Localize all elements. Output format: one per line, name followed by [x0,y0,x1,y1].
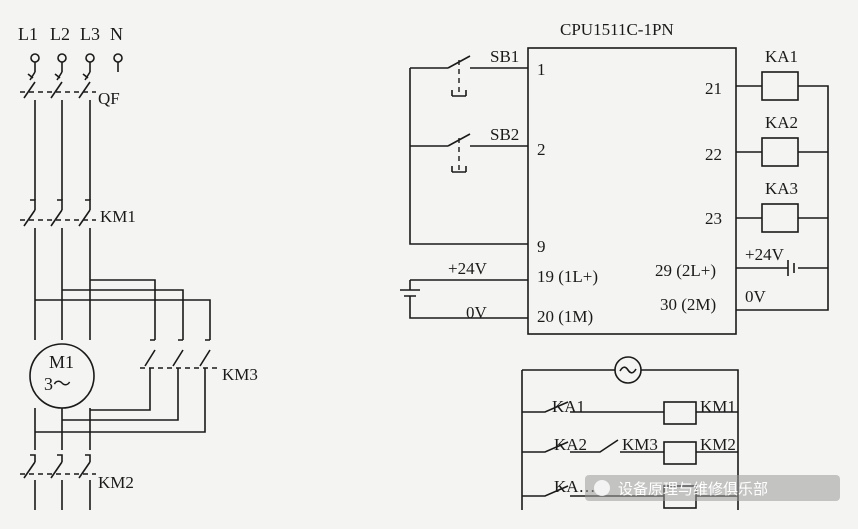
coil-km1 [663,401,697,425]
relay-label-ka2: KA2 [765,113,798,132]
breaker-qf: QF [20,71,120,200]
control-circuit: KA1 KM1 KA2 KM3 KM2 KA… [521,356,739,510]
control-coil-km2: KM2 [700,435,736,454]
plc-module: CPU1511C-1PN SB1 1 SB2 2 9 +24V 0V 19 (1… [400,20,829,335]
coil-km2 [663,441,697,465]
terminal-19: 19 (1L+) [537,267,598,286]
contactor-km2: KM2 [20,454,134,510]
motor-name: M1 [49,352,74,372]
output-terminal-29: 29 (2L+) [655,261,716,280]
km3-label: KM3 [222,365,258,384]
phase-label-l1: L1 [18,24,38,44]
control-relay-ka1: KA1 [552,397,585,416]
sb2-label: SB2 [490,125,519,144]
supply-zero-label: 0V [466,303,488,322]
contactor-km1: KM1 [20,199,136,340]
km1-label: KM1 [100,207,136,226]
plc-box [527,47,737,335]
input-terminal-9: 9 [537,237,546,256]
phase-label-l2: L2 [50,24,70,44]
output-terminal-23: 23 [705,209,722,228]
motor-m1: M1 3～ [29,343,95,450]
relay-label-ka1: KA1 [765,47,798,66]
out-supply-plus: +24V [745,245,785,264]
main-power-circuit: L1 L2 L3 N QF KM1 [18,24,258,510]
output-terminal-21: 21 [705,79,722,98]
supply-plus-label: +24V [448,259,488,278]
relay-coil-ka3 [761,203,799,233]
phase-label-l3: L3 [80,24,100,44]
breaker-label: QF [98,89,120,108]
relay-coil-ka2 [761,137,799,167]
relay-label-ka3: KA3 [765,179,798,198]
plc-title: CPU1511C-1PN [560,20,674,39]
input-terminal-1: 1 [537,60,546,79]
phase-label-n: N [110,24,123,44]
sb1-label: SB1 [490,47,519,66]
motor-phase: 3～ [44,374,71,394]
output-terminal-30: 30 (2M) [660,295,716,314]
km2-label: KM2 [98,473,134,492]
wechat-icon [594,480,610,496]
watermark-text: 设备原理与维修俱乐部 [618,480,768,498]
relay-coil-ka1 [761,71,799,101]
control-coil-km1: KM1 [700,397,736,416]
terminal-20: 20 (1M) [537,307,593,326]
output-terminal-22: 22 [705,145,722,164]
control-relay-ka2: KA2 [554,435,587,454]
input-terminal-2: 2 [537,140,546,159]
watermark-backdrop [585,475,840,501]
out-supply-zero: 0V [745,287,767,306]
control-interlock-km3: KM3 [622,435,658,454]
supply-terminals [30,53,123,72]
km3-star-wiring: KM3 [35,279,258,433]
watermark: 设备原理与维修俱乐部 [585,475,840,501]
